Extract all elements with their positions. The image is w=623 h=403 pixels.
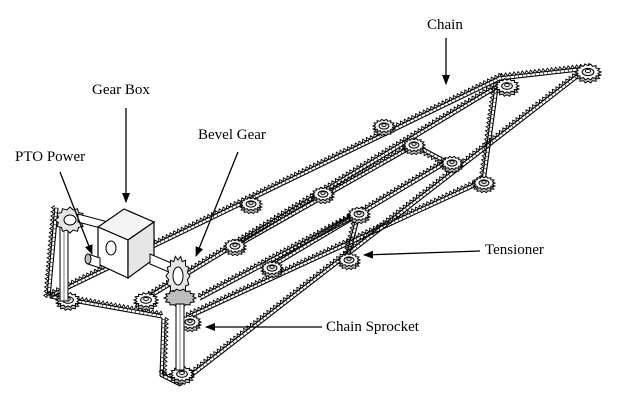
- chain-loops: [42, 62, 592, 387]
- gear-box-label: Gear Box: [92, 82, 150, 98]
- chain-outer-left: [159, 316, 170, 377]
- chain-inner-a-end: [477, 87, 499, 184]
- tensioner-arrow: [363, 250, 481, 259]
- sprocket-tensioner: [336, 252, 362, 271]
- gear-box: [96, 208, 156, 280]
- chain-inner-c-top: [198, 207, 362, 301]
- sprocket-center: [310, 186, 336, 205]
- sprocket-right-lower: [471, 175, 497, 194]
- sprocket-right-inner: [439, 155, 465, 174]
- sprocket-mid-right: [401, 137, 427, 156]
- chain-sprocket-label: Chain Sprocket: [326, 319, 419, 335]
- pto-power-label: PTO Power: [15, 149, 86, 165]
- pto-power-arrow: [59, 171, 93, 255]
- sprocket-left-1: [132, 292, 160, 311]
- bevel-gear-arrow: [195, 151, 239, 257]
- chain-outer-top-right: [499, 62, 592, 81]
- chain-label: Chain: [427, 17, 463, 33]
- sprocket-left-inner: [222, 238, 248, 257]
- callout-arrows: [59, 38, 481, 331]
- sprockets: [54, 63, 603, 385]
- bevel-gear-label: Bevel Gear: [198, 127, 266, 143]
- chain-pto-riser: [42, 205, 59, 299]
- sprocket-center-left: [238, 196, 264, 215]
- bevel-gear: [162, 255, 198, 308]
- chain-inner-a-bottom: [185, 176, 486, 319]
- sprocket-upper-mid: [371, 118, 397, 137]
- drive-train: [54, 206, 198, 371]
- sprocket-left-lower: [259, 260, 285, 279]
- sprocket-top-right-1: [493, 78, 521, 97]
- tensioner-label: Tensioner: [485, 242, 544, 258]
- sprocket-far-right: [573, 63, 603, 84]
- sprocket-center-right: [346, 206, 372, 225]
- drive-assembly: [54, 206, 198, 371]
